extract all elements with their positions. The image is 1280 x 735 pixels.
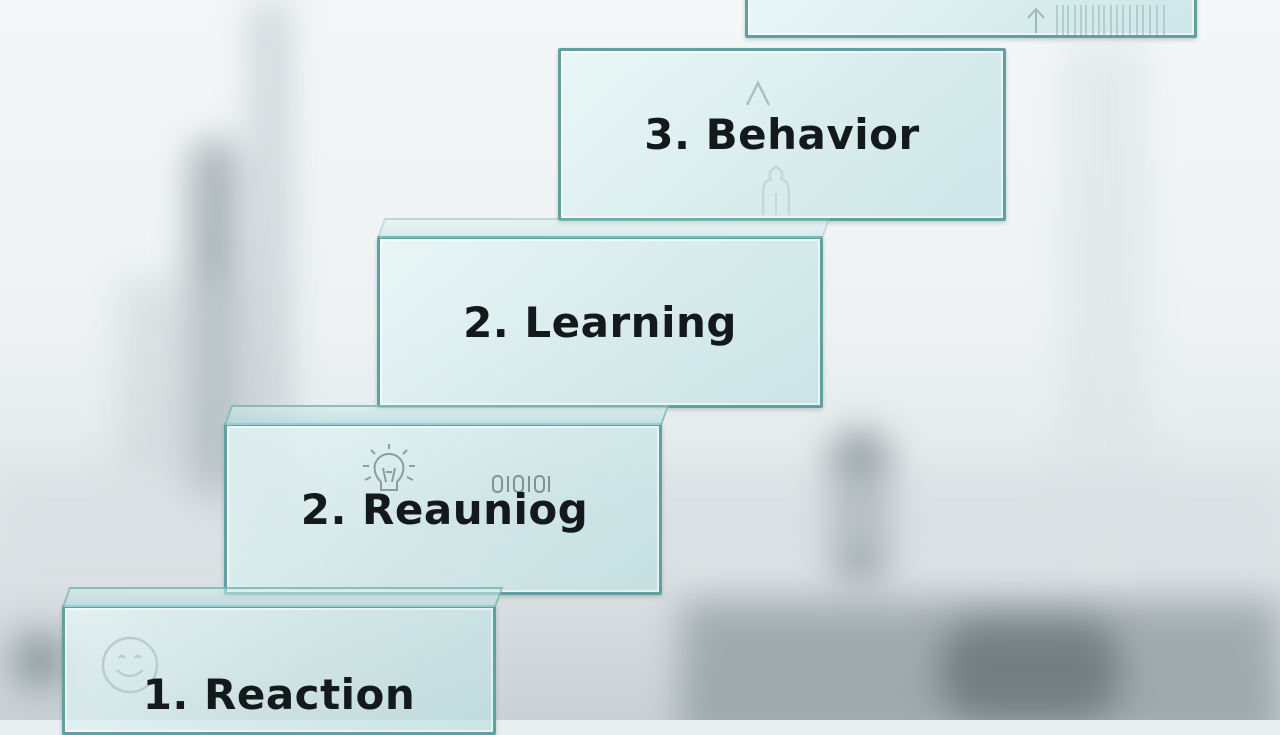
step-reasoning-label: 2. Reaunioց (300, 484, 586, 534)
step-block-reasoning: 2. Reaunioց (224, 405, 670, 595)
arrow-up-icon (1027, 7, 1045, 33)
step-block-4 (745, 0, 1197, 38)
step-3-label: 3. Behavior (644, 110, 920, 159)
step-block-reaction: 1. Reaction (62, 587, 504, 735)
step-block-3: 3. Behavior (558, 48, 1006, 221)
arrow-up-icon (745, 80, 771, 106)
step-learning-label: 2. Learning (463, 297, 737, 347)
person-icon (761, 165, 791, 215)
step-block-learning: 2. Learning (377, 218, 831, 408)
barcode-icon (1056, 5, 1165, 35)
step-reaction-label: 1. Reaction (142, 670, 416, 719)
